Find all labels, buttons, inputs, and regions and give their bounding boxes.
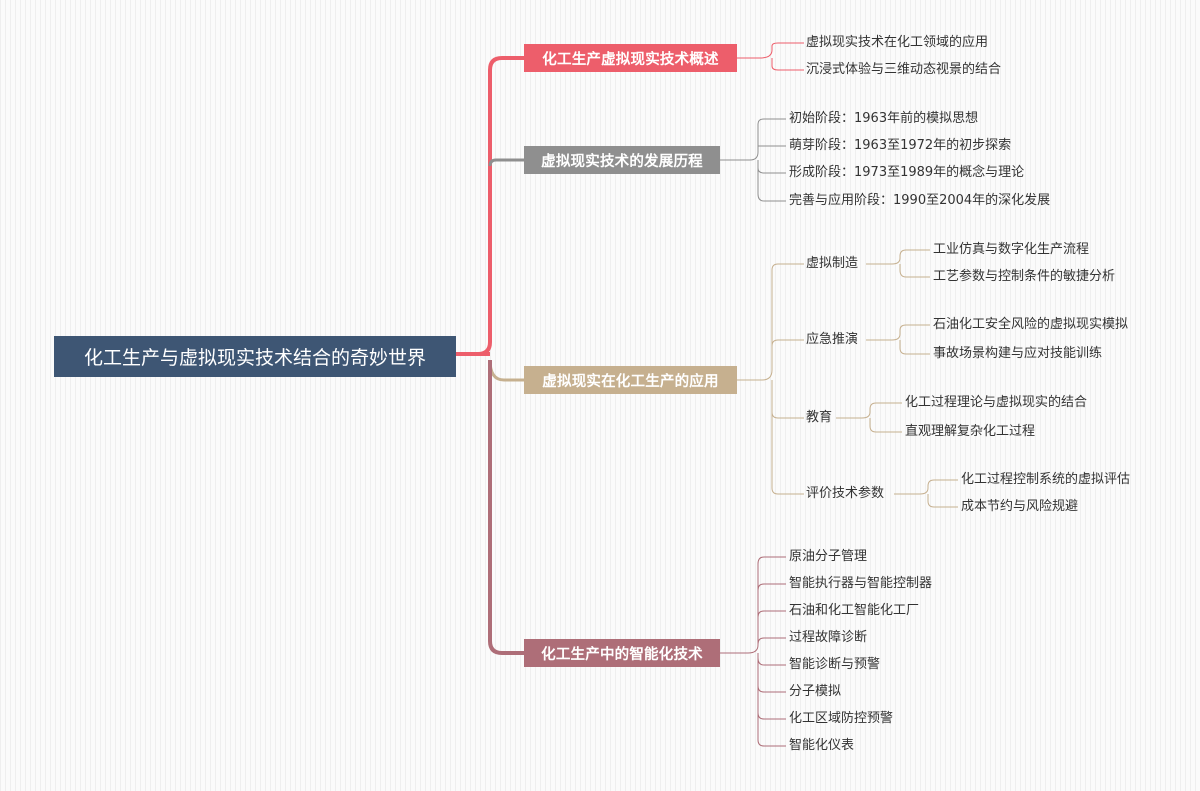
leaf-topic[interactable]: 石油化工安全风险的虚拟现实模拟 [933,317,1129,332]
leaf-topic[interactable]: 直观理解复杂化工过程 [905,424,1036,439]
leaf-topic[interactable]: 沉浸式体验与三维动态视景的结合 [806,62,1002,77]
branch-intelligent[interactable]: 化工生产中的智能化技术 [524,639,720,667]
leaf-topic[interactable]: 事故场景构建与应对技能训练 [933,346,1103,361]
leaf-topic[interactable]: 成本节约与风险规避 [961,499,1079,514]
leaf-topic[interactable]: 化工过程控制系统的虚拟评估 [961,472,1131,487]
branch-application[interactable]: 虚拟现实在化工生产的应用 [524,366,737,394]
leaf-topic[interactable]: 智能执行器与智能控制器 [789,576,933,591]
link-b4-leaves [720,556,786,747]
link-root-branch2 [488,158,524,167]
leaf-topic[interactable]: 虚拟现实技术在化工领域的应用 [806,35,989,50]
leaf-topic[interactable]: 过程故障诊断 [789,630,868,645]
leaf-topic[interactable]: 石油和化工智能化工厂 [789,603,920,618]
root-topic[interactable]: 化工生产与虚拟现实技术结合的奇妙世界 [54,336,456,377]
leaf-topic[interactable]: 工艺参数与控制条件的敏捷分析 [933,269,1116,284]
leaf-topic[interactable]: 形成阶段：1973至1989年的概念与理论 [789,165,1025,180]
link-root-branch1 [456,56,524,356]
subtopic-evaluation[interactable]: 评价技术参数 [806,486,885,501]
subtopic-virtual-manufacturing[interactable]: 虚拟制造 [806,256,859,271]
branch-overview[interactable]: 化工生产虚拟现实技术概述 [524,44,737,72]
link-b1-leaves [737,42,804,71]
subtopic-education[interactable]: 教育 [806,410,833,425]
leaf-topic[interactable]: 智能诊断与预警 [789,657,881,672]
leaf-topic[interactable]: 原油分子管理 [789,549,868,564]
link-b2-leaves [720,118,786,202]
leaf-topic[interactable]: 完善与应用阶段：1990至2004年的深化发展 [789,193,1051,208]
leaf-topic[interactable]: 化工区域防控预警 [789,711,894,726]
link-b3-subs [737,249,958,508]
leaf-topic[interactable]: 工业仿真与数字化生产流程 [933,242,1090,257]
link-root-branch4 [488,360,524,655]
leaf-topic[interactable]: 智能化仪表 [789,738,855,753]
branch-history[interactable]: 虚拟现实技术的发展历程 [524,146,720,174]
leaf-topic[interactable]: 萌芽阶段：1963至1972年的初步探索 [789,138,1012,153]
leaf-topic[interactable]: 初始阶段：1963年前的模拟思想 [789,111,979,126]
subtopic-emergency-drill[interactable]: 应急推演 [806,332,859,347]
link-root-branch3 [488,359,524,382]
leaf-topic[interactable]: 分子模拟 [789,684,842,699]
leaf-topic[interactable]: 化工过程理论与虚拟现实的结合 [905,395,1088,410]
